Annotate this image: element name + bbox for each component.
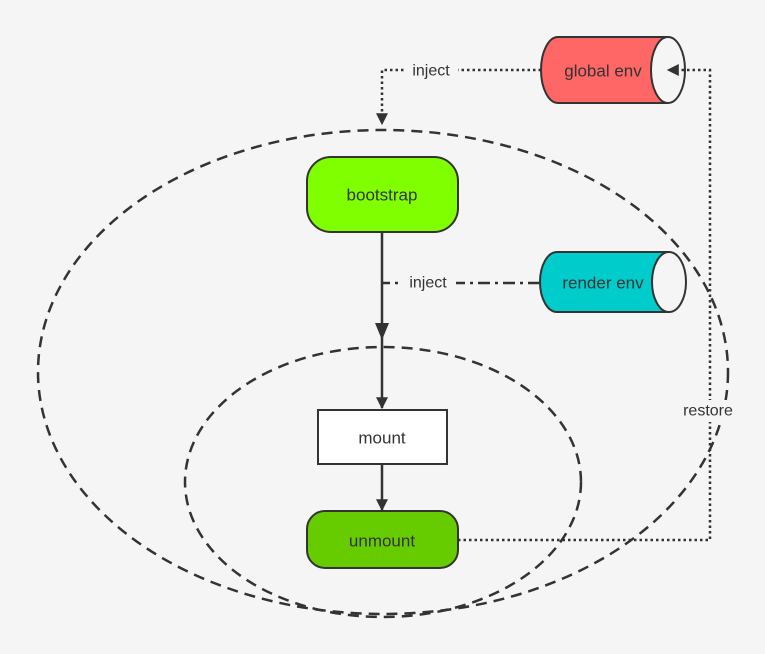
render-env-label: render env [562,274,644,293]
global-env-node [540,36,686,104]
inject-global-edge [376,68,541,126]
global-env-label: global env [564,62,642,81]
outer-scope-ellipse [36,128,730,616]
bootstrap-node [306,156,459,233]
restore-label: restore [683,403,733,420]
unmount-label: unmount [349,532,415,551]
mount-node [317,409,448,465]
bootstrap-mid-arrowhead [375,323,389,340]
unmount-node [306,510,459,569]
render-env-node [539,251,687,313]
mount-label: mount [358,429,406,448]
restore-edge [458,64,712,542]
inject-render-label: inject [409,275,447,292]
inner-scope-ellipse [183,345,583,619]
inject-global-label: inject [412,63,450,80]
bootstrap-label: bootstrap [347,186,418,205]
